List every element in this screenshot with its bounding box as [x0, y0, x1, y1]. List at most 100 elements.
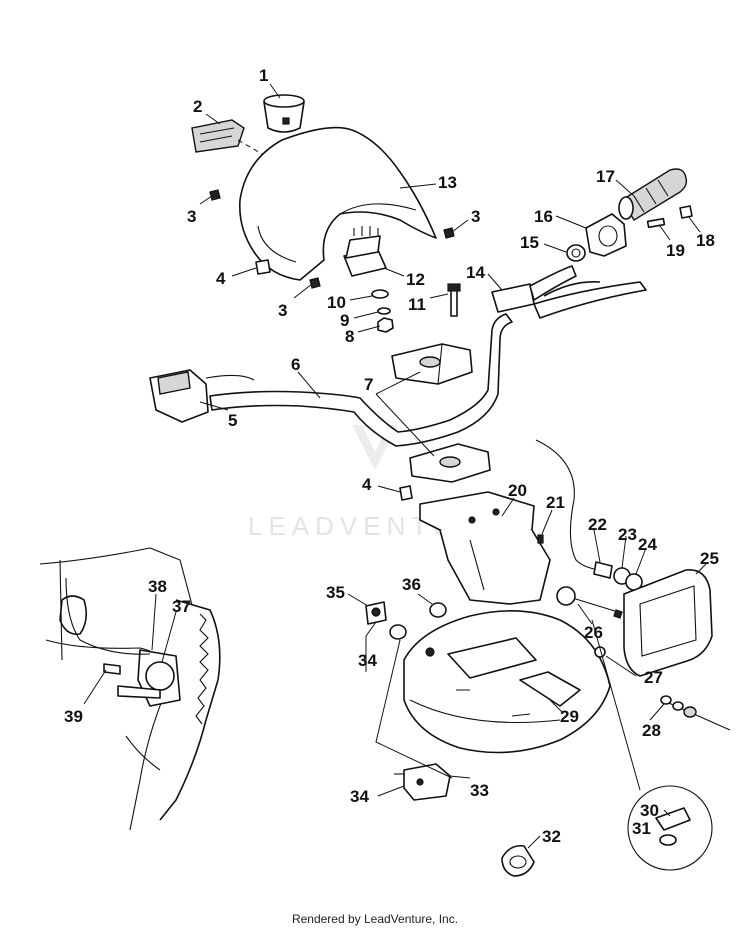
callout-13: 13: [438, 173, 457, 192]
leader-4a: [231, 267, 257, 277]
part-1-gauge: [263, 94, 305, 133]
part-17-grip: [618, 168, 688, 221]
part-21-screw: [537, 534, 544, 544]
callout-9: 9: [340, 311, 349, 330]
callout-1: 1: [259, 66, 268, 85]
callout-19: 19: [666, 241, 685, 260]
part-12-connector: [343, 226, 387, 277]
part-2-switch-plate: [191, 119, 245, 153]
callout-38: 38: [148, 577, 167, 596]
part-32-clamp: [501, 844, 535, 877]
callout-18: 18: [696, 231, 715, 250]
leader-2: [205, 113, 221, 125]
part-14-brake-lever: [491, 265, 647, 319]
leader-10: [349, 295, 373, 301]
callout-23: 23: [618, 525, 637, 544]
leader-37: [161, 611, 177, 663]
callout-27: 27: [644, 668, 663, 687]
leader-5: [199, 401, 229, 411]
callout-35: 35: [326, 583, 345, 602]
part-25-headlight: [623, 569, 713, 677]
callout-26: 26: [584, 623, 603, 642]
leader-13: [399, 183, 437, 189]
part-33-lower-cover: [403, 610, 611, 754]
callout-17: 17: [596, 167, 615, 186]
leader-21: [541, 509, 553, 535]
leader-36: [417, 593, 433, 605]
leader-15: [543, 243, 567, 253]
callout-4b: 4: [362, 475, 372, 494]
part-11-bolt: [447, 283, 461, 317]
part-18-end-cap: [679, 205, 693, 219]
leader-27: [605, 655, 637, 677]
leader-28: [649, 703, 665, 721]
callout-37: 37: [172, 597, 191, 616]
callout-28: 28: [642, 721, 661, 740]
leader-3b: [451, 219, 469, 233]
leader-3c: [293, 283, 313, 299]
part-13-pod-cover: [238, 126, 437, 281]
part-5-left-switch: [149, 369, 255, 423]
callout-4a: 4: [216, 269, 226, 288]
callout-36: 36: [402, 575, 421, 594]
footer-credit: Rendered by LeadVenture, Inc.: [291, 912, 459, 926]
part-36-grommet: [389, 602, 447, 640]
callouts: 1 2 3 3 3 4 4 5 6 7 8 9 10 11 12 13 14 1…: [64, 66, 719, 846]
inset-brake-assembly: [39, 547, 221, 831]
callout-6: 6: [291, 355, 300, 374]
callout-33: 33: [470, 781, 489, 800]
leader-17: [615, 179, 635, 197]
leader-26: [577, 603, 593, 625]
leader-35: [347, 593, 369, 607]
callout-10: 10: [327, 293, 346, 312]
callout-3c: 3: [278, 301, 287, 320]
leader-32: [527, 835, 541, 849]
leader-3a: [199, 195, 213, 205]
leader-19: [659, 225, 671, 241]
part-26-bolt: [556, 586, 623, 619]
callout-21: 21: [546, 493, 565, 512]
part-20-bracket: [419, 491, 551, 605]
leader-11: [429, 293, 449, 299]
part-7-clamp-upper: [391, 343, 473, 385]
callout-22: 22: [588, 515, 607, 534]
leader-20: [501, 497, 515, 517]
callout-39: 39: [64, 707, 83, 726]
callout-34a: 34: [358, 651, 377, 670]
callout-16: 16: [534, 207, 553, 226]
leader-18: [687, 215, 701, 233]
callout-30: 30: [640, 801, 659, 820]
leader-25: [695, 563, 707, 575]
leader-2-dash: [237, 139, 263, 155]
leader-38: [151, 593, 157, 651]
leader-34a: [365, 621, 377, 672]
callout-3a: 3: [187, 207, 196, 226]
callout-7: 7: [364, 375, 373, 394]
leader-1: [269, 83, 281, 99]
leader-30: [663, 809, 671, 817]
part-15-bushing: [566, 244, 586, 262]
callout-2: 2: [193, 97, 202, 116]
leader-8: [357, 325, 381, 333]
callout-5: 5: [228, 411, 237, 430]
part-28-cable-end: [660, 695, 731, 731]
callout-24: 24: [638, 535, 657, 554]
detail-circle-30-31: [591, 619, 713, 871]
part-4-clip-upper: [255, 259, 271, 275]
callout-15: 15: [520, 233, 539, 252]
callout-25: 25: [700, 549, 719, 568]
callout-34b: 34: [350, 787, 369, 806]
part-7-clamp-lower: [409, 443, 491, 483]
part-35-key-switch: [365, 601, 387, 625]
callout-32: 32: [542, 827, 561, 846]
leader-24: [635, 547, 647, 575]
leader-34b: [377, 785, 405, 797]
leader-16: [555, 215, 587, 229]
leader-4b: [377, 485, 401, 493]
callout-11: 11: [408, 295, 426, 314]
leader-33: [375, 639, 471, 779]
leader-9: [353, 311, 379, 319]
leader-39: [83, 669, 107, 705]
leader-14: [487, 273, 503, 291]
